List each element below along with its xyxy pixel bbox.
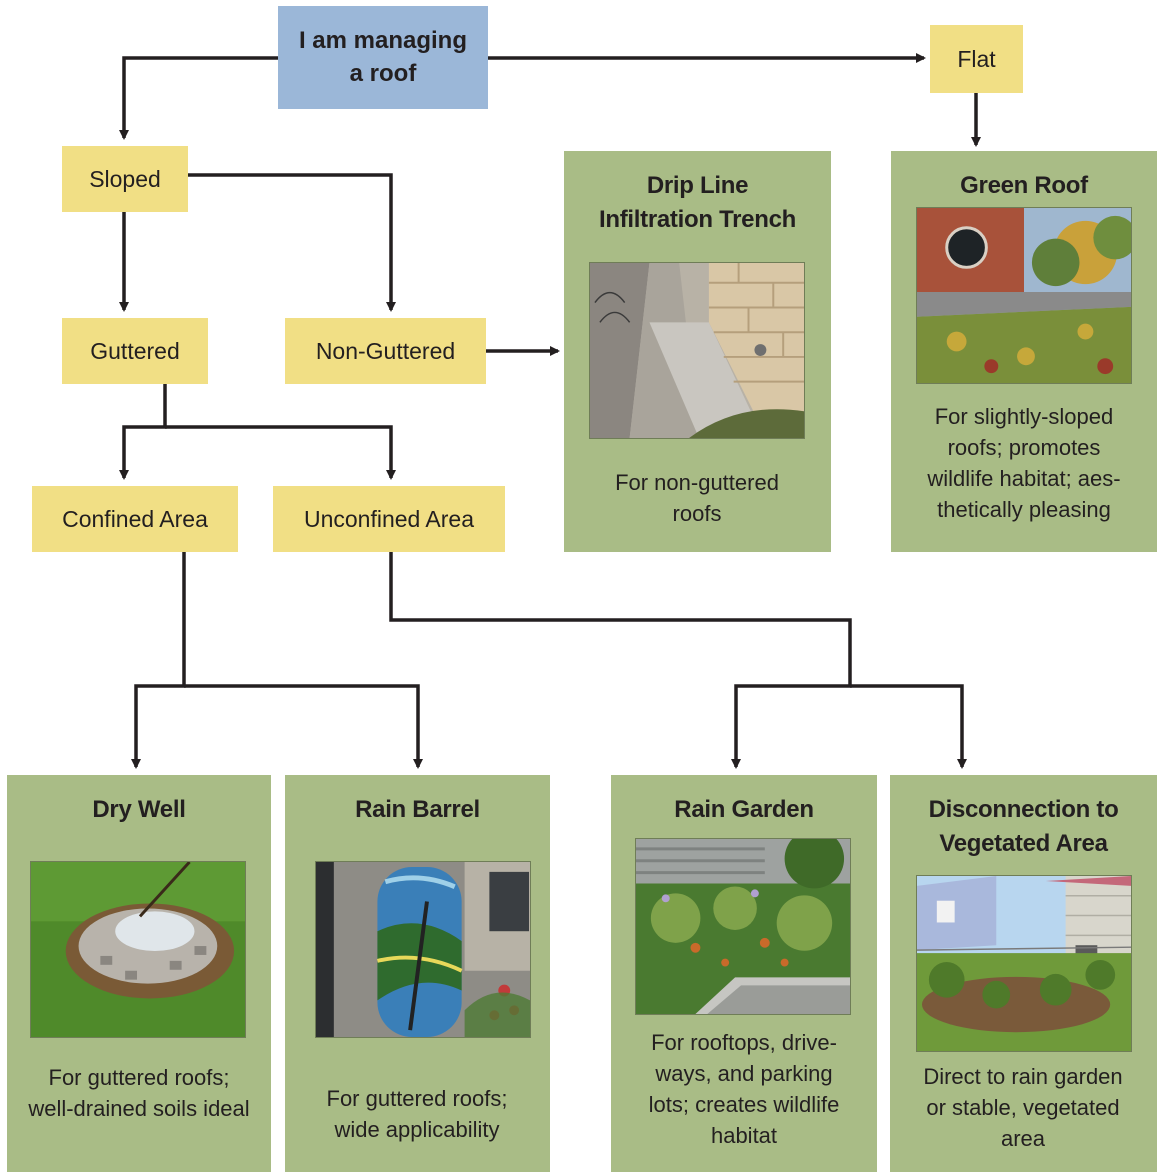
arrow-unconfined-to-rain-garden (389, 552, 852, 769)
arrow-guttered-to-confined (119, 384, 167, 480)
drip-line-photo (589, 262, 805, 439)
guttered-node: Guttered (62, 318, 208, 384)
root-node: I am managing a roof (278, 6, 488, 109)
rain-barrel-title: Rain Barrel (355, 796, 480, 823)
arrow-confined-to-rain-barrel (184, 684, 423, 769)
drip-line-title: Drip Line Infiltration Trench (599, 172, 796, 233)
confined-area-node: Confined Area (32, 486, 238, 552)
rain-barrel-photo (315, 861, 531, 1038)
unconfined-area-label: Unconfined Area (303, 505, 475, 532)
sloped-label: Sloped (89, 165, 161, 192)
disconnection-photo (916, 875, 1132, 1052)
flat-node: Flat (930, 25, 1023, 93)
arrow-confined-to-dry-well (131, 552, 186, 769)
arrow-root-to-sloped (119, 56, 278, 140)
root-label: I am managing a roof (298, 27, 468, 87)
rain-garden-desc: For rooftops, drive-ways, and parking lo… (648, 1030, 840, 1148)
disconnection-desc: Direct to rain garden or stable, vegetat… (923, 1064, 1123, 1151)
guttered-label: Guttered (90, 337, 180, 364)
dry-well-desc: For guttered roofs; well-drained soils i… (28, 1065, 250, 1121)
green-roof-photo (916, 207, 1132, 384)
non-guttered-node: Non-Guttered (285, 318, 486, 384)
arrow-guttered-to-unconfined (165, 425, 396, 480)
sloped-node: Sloped (62, 146, 188, 212)
confined-area-label: Confined Area (62, 505, 208, 532)
green-roof-desc: For slightly-sloped roofs; promotes wild… (927, 404, 1121, 522)
dry-well-title: Dry Well (92, 796, 186, 823)
drip-line-desc: For non-guttered roofs (615, 470, 779, 526)
rain-garden-title: Rain Garden (674, 796, 814, 823)
non-guttered-label: Non-Guttered (315, 337, 456, 364)
green-roof-title: Green Roof (960, 172, 1088, 199)
disconnection-title: Disconnection to Vegetated Area (928, 796, 1119, 857)
rain-garden-photo (635, 838, 851, 1015)
unconfined-area-node: Unconfined Area (273, 486, 505, 552)
dry-well-photo (30, 861, 246, 1038)
rain-barrel-desc: For guttered roofs; wide applicability (326, 1086, 508, 1142)
arrow-unconfined-to-disconnection (850, 684, 967, 769)
arrow-sloped-to-non-guttered (188, 173, 396, 312)
flat-label: Flat (957, 45, 996, 72)
